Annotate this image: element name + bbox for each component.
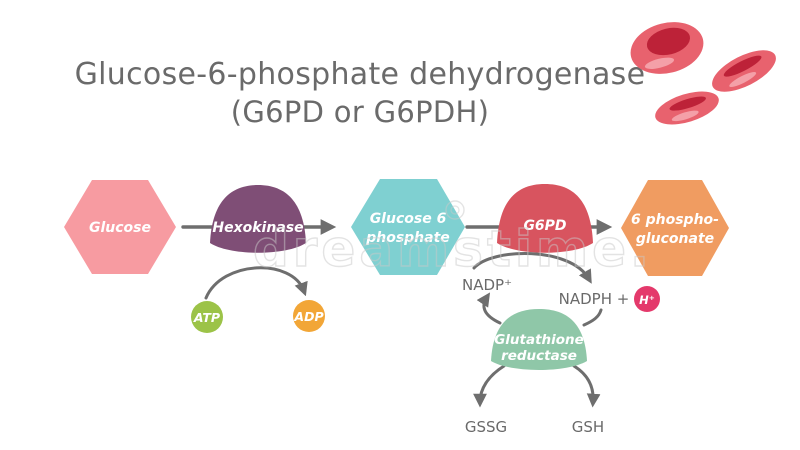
nadph-label: NADPH +	[559, 290, 630, 308]
title-line-2: (G6PD or G6PDH)	[230, 95, 490, 129]
hexokinase-dome	[210, 185, 306, 253]
title-line-1: Glucose-6-phosphate dehydrogenase	[74, 57, 646, 92]
arrow-reductase-to-gsh	[572, 364, 601, 408]
glucose-6-phosphate-label-line2: phosphate	[365, 230, 450, 246]
nadp-label: NADP⁺	[462, 276, 512, 294]
watermark-swirl-icon	[445, 200, 465, 220]
adp-circle	[293, 300, 325, 332]
red-blood-cell-2	[712, 50, 776, 92]
atp-label: ATP	[193, 310, 220, 325]
glucose-6-phosphate-hexagon	[351, 179, 465, 275]
diagram-title: Glucose-6-phosphate dehydrogenase (G6PD …	[20, 56, 700, 130]
gssg-label: GSSG	[465, 418, 507, 436]
watermark-text: dreamstime.	[253, 220, 653, 278]
h-plus-label: H⁺	[639, 293, 655, 307]
adp-label: ADP	[293, 309, 323, 324]
glutathione-reductase-label-line1: Glutathione	[494, 332, 584, 348]
phosphogluconate-label-line2: gluconate	[636, 231, 714, 247]
glutathione-reductase-dome	[491, 309, 587, 370]
hexokinase-label: Hexokinase	[212, 220, 303, 236]
h-plus-circle	[634, 286, 660, 312]
6-phosphogluconate-hexagon	[621, 180, 729, 276]
red-blood-cell-1	[630, 22, 704, 74]
red-blood-cell-3	[655, 91, 719, 125]
glutathione-reductase-label-line2: reductase	[501, 348, 577, 364]
glucose-label: Glucose	[89, 220, 151, 236]
gsh-label: GSH	[572, 418, 604, 436]
glucose-hexagon	[64, 180, 176, 274]
g6pd-dome	[497, 184, 593, 253]
arrow-reductase-to-gssg	[473, 364, 506, 408]
arc-nadph-to-reductase	[582, 308, 603, 327]
g6pd-label: G6PD	[523, 218, 566, 234]
phosphogluconate-label-line1: 6 phospho-	[631, 212, 719, 228]
atp-circle	[191, 301, 223, 333]
arrow-reductase-to-nadp	[476, 292, 502, 325]
glucose-6-phosphate-label-line1: Glucose 6	[370, 211, 447, 227]
arrow-nadp-to-nadph	[472, 252, 592, 284]
watermark-swirl-inner-icon	[450, 205, 460, 215]
arrow-atp-to-adp	[204, 266, 308, 300]
